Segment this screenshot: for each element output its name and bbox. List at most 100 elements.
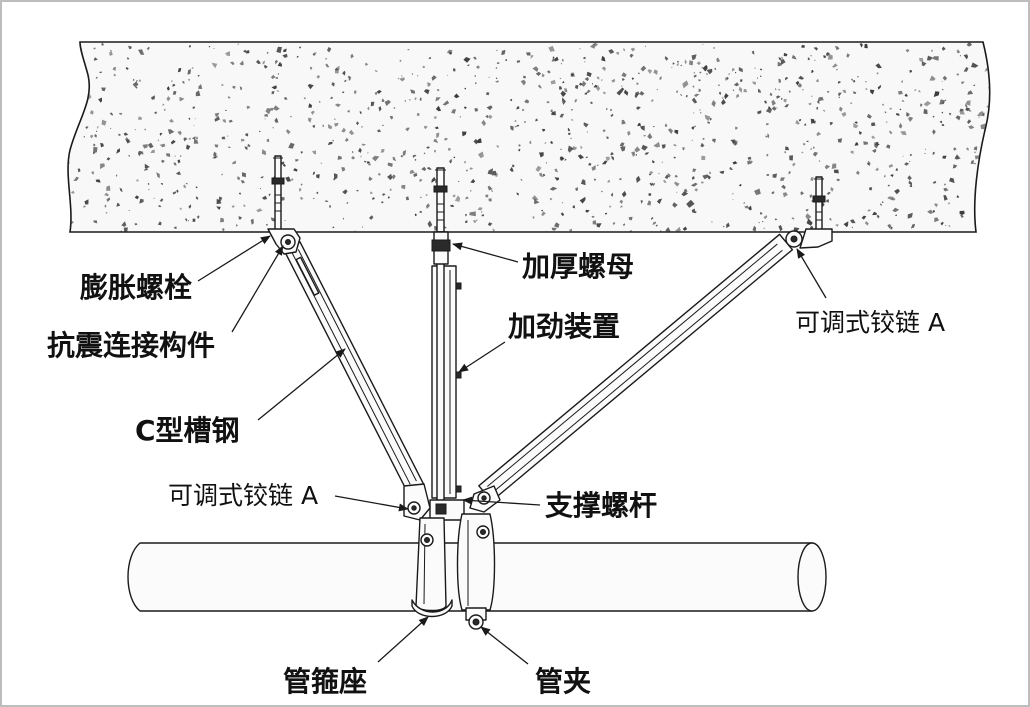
concrete-speckle bbox=[520, 178, 523, 181]
concrete-speckle bbox=[647, 132, 653, 140]
concrete-speckle bbox=[244, 133, 249, 137]
concrete-speckle bbox=[399, 59, 402, 62]
concrete-speckle bbox=[895, 168, 898, 171]
concrete-speckle bbox=[352, 151, 354, 153]
concrete-speckle bbox=[554, 56, 559, 62]
seismic-connector-left bbox=[267, 228, 301, 255]
concrete-speckle bbox=[550, 79, 556, 85]
concrete-speckle bbox=[166, 153, 171, 157]
concrete-speckle bbox=[933, 91, 940, 97]
concrete-speckle bbox=[966, 147, 969, 151]
concrete-speckle bbox=[586, 71, 592, 77]
concrete-speckle bbox=[185, 218, 188, 222]
concrete-speckle bbox=[636, 106, 641, 110]
concrete-speckle bbox=[496, 145, 499, 148]
concrete-speckle bbox=[702, 174, 710, 180]
concrete-speckle bbox=[966, 42, 972, 47]
concrete-speckle bbox=[344, 137, 349, 142]
concrete-speckle bbox=[932, 209, 935, 213]
concrete-speckle bbox=[706, 68, 713, 75]
concrete-speckle bbox=[368, 176, 373, 181]
concrete-speckle bbox=[126, 57, 130, 60]
concrete-speckle bbox=[492, 170, 497, 176]
concrete-speckle bbox=[954, 154, 961, 160]
concrete-speckle bbox=[474, 75, 476, 77]
concrete-speckle bbox=[424, 125, 428, 130]
concrete-speckle bbox=[416, 113, 420, 116]
concrete-speckle bbox=[467, 64, 470, 67]
concrete-speckle bbox=[353, 230, 357, 232]
concrete-speckle bbox=[224, 109, 227, 111]
concrete-speckle bbox=[739, 79, 743, 83]
concrete-speckle bbox=[596, 223, 602, 228]
concrete-speckle bbox=[981, 192, 987, 197]
concrete-speckle bbox=[97, 126, 99, 129]
concrete-speckle bbox=[229, 61, 235, 66]
concrete-speckle bbox=[303, 97, 306, 100]
concrete-speckle bbox=[495, 80, 499, 83]
concrete-speckle bbox=[783, 52, 788, 57]
concrete-speckle bbox=[963, 54, 969, 60]
concrete-speckle bbox=[948, 225, 951, 227]
concrete-speckle bbox=[653, 69, 658, 75]
concrete-speckle bbox=[620, 205, 623, 208]
concrete-speckle bbox=[765, 135, 768, 138]
concrete-speckle bbox=[186, 144, 191, 150]
concrete-speckle bbox=[93, 143, 96, 147]
concrete-speckle bbox=[729, 166, 733, 170]
concrete-speckle bbox=[956, 49, 960, 54]
concrete-speckle bbox=[486, 105, 493, 111]
concrete-speckle bbox=[344, 79, 347, 83]
concrete-speckle bbox=[596, 84, 601, 92]
concrete-speckle bbox=[389, 115, 394, 120]
concrete-speckle bbox=[260, 176, 264, 179]
concrete-speckle bbox=[656, 198, 663, 204]
concrete-speckle bbox=[932, 180, 937, 184]
concrete-speckle bbox=[726, 222, 730, 229]
concrete-speckle bbox=[588, 162, 592, 166]
concrete-speckle bbox=[188, 137, 191, 140]
concrete-speckle bbox=[921, 61, 927, 67]
concrete-speckle bbox=[584, 92, 588, 95]
concrete-speckle bbox=[411, 73, 414, 75]
concrete-speckle bbox=[485, 194, 489, 198]
concrete-speckle bbox=[766, 173, 770, 176]
concrete-speckle bbox=[776, 95, 781, 99]
concrete-speckle bbox=[978, 116, 980, 118]
concrete-speckle bbox=[541, 211, 546, 217]
concrete-speckle bbox=[208, 46, 211, 48]
concrete-speckle bbox=[842, 89, 847, 94]
concrete-speckle bbox=[837, 138, 843, 143]
concrete-speckle bbox=[851, 226, 853, 229]
label-hinge-left: 可调式铰链 A bbox=[168, 481, 318, 510]
concrete-speckle bbox=[809, 225, 814, 230]
concrete-speckle bbox=[214, 112, 220, 117]
concrete-speckle bbox=[434, 116, 437, 119]
concrete-speckle bbox=[159, 198, 164, 202]
concrete-speckle bbox=[462, 131, 467, 137]
concrete-speckle bbox=[225, 51, 231, 56]
concrete-speckle bbox=[112, 66, 116, 71]
concrete-speckle bbox=[159, 132, 163, 136]
concrete-speckle bbox=[895, 214, 897, 217]
concrete-speckle bbox=[188, 204, 192, 209]
concrete-speckle bbox=[288, 142, 295, 149]
concrete-speckle bbox=[270, 107, 274, 111]
support-rod bbox=[436, 231, 445, 505]
concrete-speckle bbox=[728, 73, 730, 75]
concrete-speckle bbox=[702, 138, 705, 140]
concrete-speckle bbox=[296, 55, 299, 58]
concrete-speckle bbox=[699, 109, 701, 111]
concrete-speckle bbox=[971, 62, 979, 68]
concrete-speckle bbox=[453, 156, 456, 159]
concrete-speckle bbox=[636, 175, 641, 183]
concrete-speckle bbox=[312, 197, 315, 200]
concrete-speckle bbox=[693, 72, 696, 74]
concrete-speckle bbox=[242, 172, 246, 178]
concrete-speckle bbox=[187, 220, 190, 222]
concrete-speckle bbox=[898, 90, 903, 95]
concrete-speckle bbox=[986, 105, 990, 109]
concrete-speckle bbox=[299, 196, 304, 201]
concrete-speckle bbox=[93, 220, 98, 224]
leader-c-channel bbox=[257, 348, 346, 421]
